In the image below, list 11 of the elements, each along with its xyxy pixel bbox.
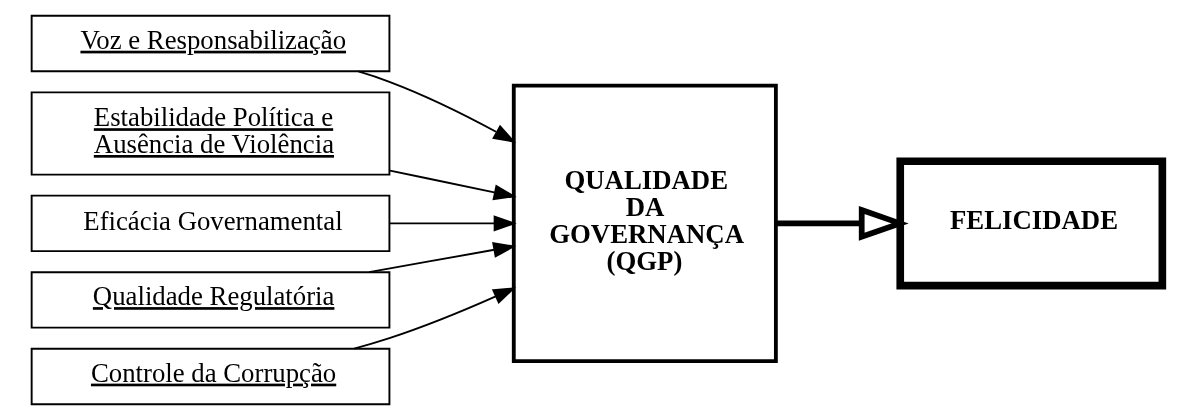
arrow	[389, 215, 517, 232]
node-box: Eficácia Governamental	[30, 194, 391, 253]
node-box: FELICIDADE	[896, 157, 1167, 290]
node-box: Estabilidade Política e Ausência de Violência	[30, 91, 391, 176]
node-box: Voz e Responsabilização	[30, 14, 391, 73]
arrow	[776, 205, 909, 241]
node-box: Controle da Corrupção	[30, 347, 391, 406]
arrow	[389, 169, 517, 201]
node-box: Qualidade Regulatória	[30, 271, 391, 329]
node-box: QUALIDADE DA GOVERNANÇA (QGP)	[511, 83, 778, 364]
arrow	[368, 242, 517, 274]
